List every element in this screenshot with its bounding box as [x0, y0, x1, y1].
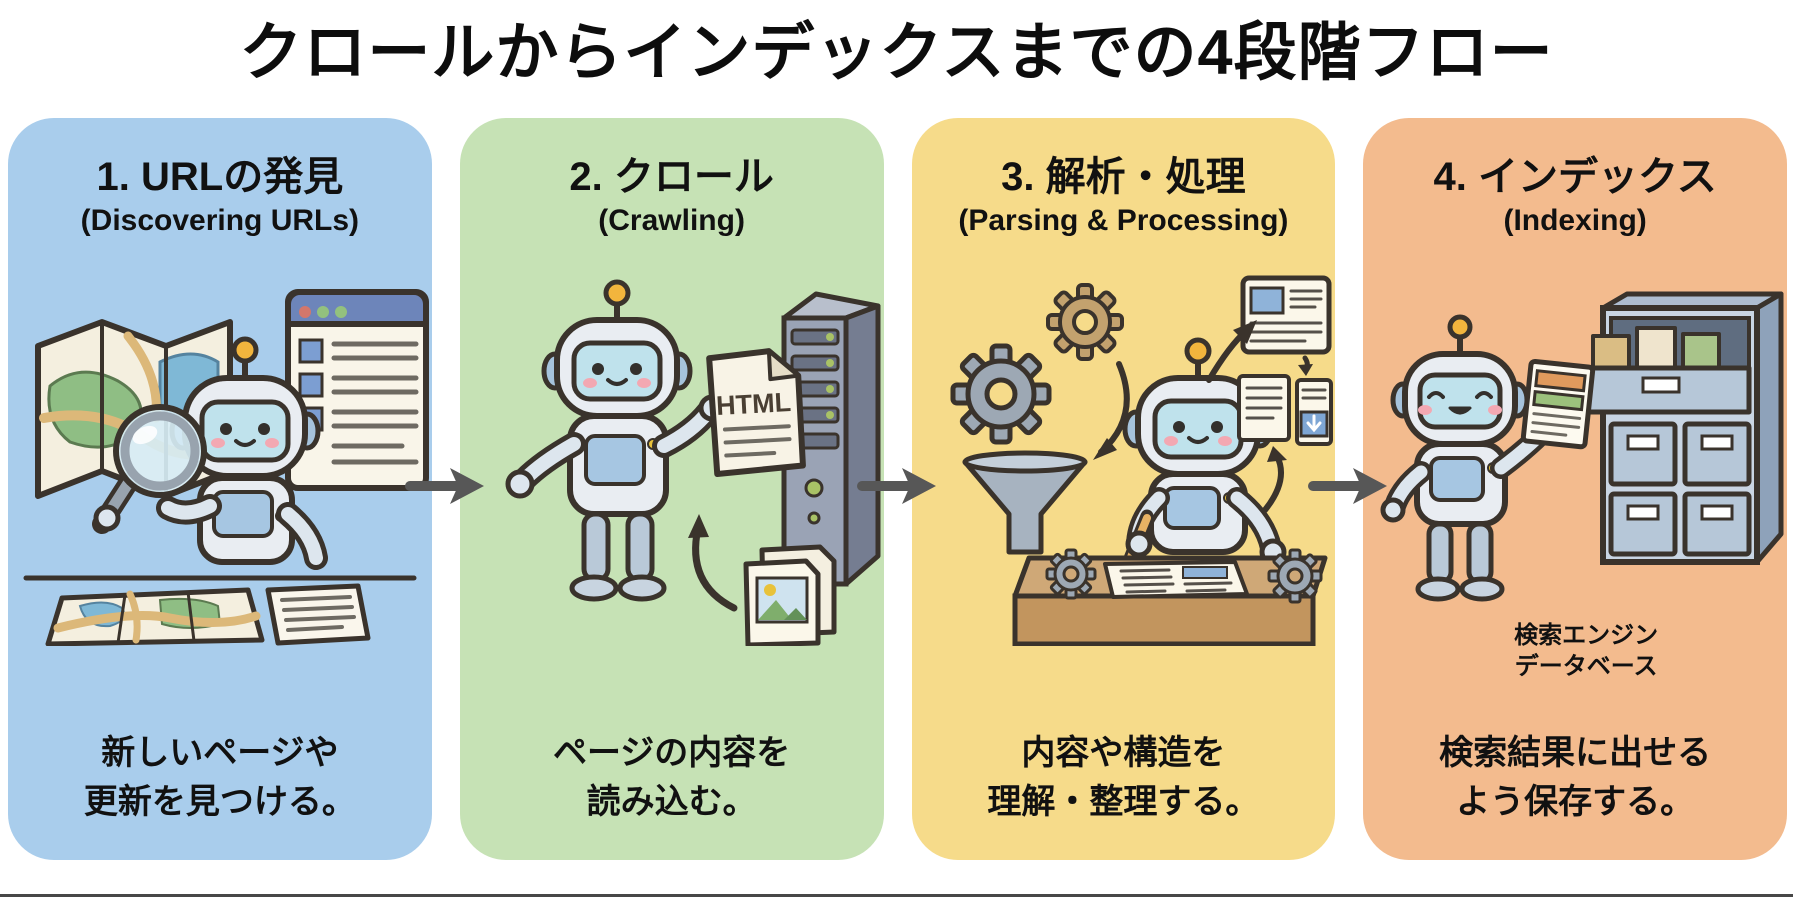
html-document-icon: HTML: [705, 348, 806, 478]
curved-arrow-icon: [1262, 446, 1288, 513]
curved-arrow-icon: [1206, 320, 1258, 383]
stage1-caption: 新しいページや 更新を見つける。: [83, 734, 356, 821]
paper-on-desk-icon: [1103, 560, 1250, 599]
magnifying-glass-icon: [91, 404, 207, 534]
stage1-illustration: [8, 266, 432, 646]
robot-icon: [505, 279, 726, 602]
gear-icon: [1046, 283, 1125, 361]
stage1-heading: 1. URLの発見: [96, 155, 344, 199]
stage4-header: 4. インデックス (Indexing): [1363, 154, 1787, 238]
stage4-subheading: (Indexing): [1503, 204, 1647, 237]
stage3-header: 3. 解析・処理 (Parsing & Processing): [912, 154, 1336, 238]
robot-parsing-illustration-icon: [950, 275, 1334, 646]
curved-arrow-icon: [1093, 361, 1131, 460]
robot-icon: [1120, 337, 1287, 573]
flow-arrow-icon: [857, 468, 936, 504]
robot-indexing-illustration-icon: [1380, 291, 1784, 602]
robot-magnifier-illustration-icon: [23, 289, 429, 646]
stage3-caption: 内容や構造を 理解・整理する。: [987, 734, 1260, 821]
robot-icon: [1380, 314, 1558, 602]
bottom-divider-line: [0, 894, 1793, 897]
stage4-heading: 4. インデックス: [1433, 155, 1717, 199]
document-on-table-icon: [265, 583, 371, 646]
stage2-header: 2. クロール (Crawling): [460, 154, 884, 238]
flow-arrow-icon: [405, 468, 484, 504]
stage3-illustration: [912, 266, 1336, 646]
curved-arrow-icon: [687, 514, 738, 612]
stage2-illustration: HTML: [460, 266, 884, 646]
stage3-heading: 3. 解析・処理: [1001, 155, 1246, 199]
gear-icon: [1267, 548, 1323, 604]
robot-icon: [155, 336, 328, 570]
stage-panel-crawling: 2. クロール (Crawling): [459, 118, 884, 860]
stage3-subheading: (Parsing & Processing): [958, 204, 1289, 237]
page-title: クロールからインデックスまでの4段階フロー: [239, 18, 1554, 88]
image-files-icon: [743, 544, 837, 646]
page-card-icon: [1521, 358, 1596, 450]
browser-window-icon: [284, 289, 429, 491]
gear-icon: [1045, 548, 1097, 600]
stage2-caption: ページの内容を 読み込む。: [552, 734, 791, 821]
html-doc-label: HTML: [715, 387, 791, 421]
robot-crawling-illustration-icon: HTML: [505, 279, 881, 646]
stage-panel-parsing-processing: 3. 解析・処理 (Parsing & Processing): [911, 118, 1336, 860]
flow-arrow-icon: [1308, 468, 1387, 504]
server-tower-icon: [781, 291, 881, 587]
stage1-header: 1. URLの発見 (Discovering URLs): [8, 154, 432, 238]
stage2-subheading: (Crawling): [598, 204, 745, 237]
parsed-documents-icon: [1237, 374, 1334, 446]
stage1-subheading: (Discovering URLs): [80, 204, 360, 237]
parsed-page-card-icon: [1240, 275, 1332, 355]
cabinet-label: 検索エンジン データベース: [1514, 622, 1659, 681]
stage4-caption: 検索結果に出せる よう保存する。: [1439, 734, 1712, 821]
funnel-icon: [962, 450, 1088, 555]
stage-panel-indexing: 4. インデックス (Indexing): [1363, 118, 1787, 860]
map-on-table-icon: [45, 587, 265, 646]
stage-panel-discovering-urls: 1. URLの発見 (Discovering URLs): [8, 118, 432, 860]
stage4-illustration: [1363, 266, 1787, 646]
filing-cabinet-icon: [1568, 291, 1784, 565]
curved-arrow-icon: [1298, 355, 1314, 376]
stage-panels: 1. URLの発見 (Discovering URLs): [8, 118, 1787, 860]
stage2-heading: 2. クロール: [569, 155, 774, 199]
gear-icon: [950, 343, 1052, 445]
